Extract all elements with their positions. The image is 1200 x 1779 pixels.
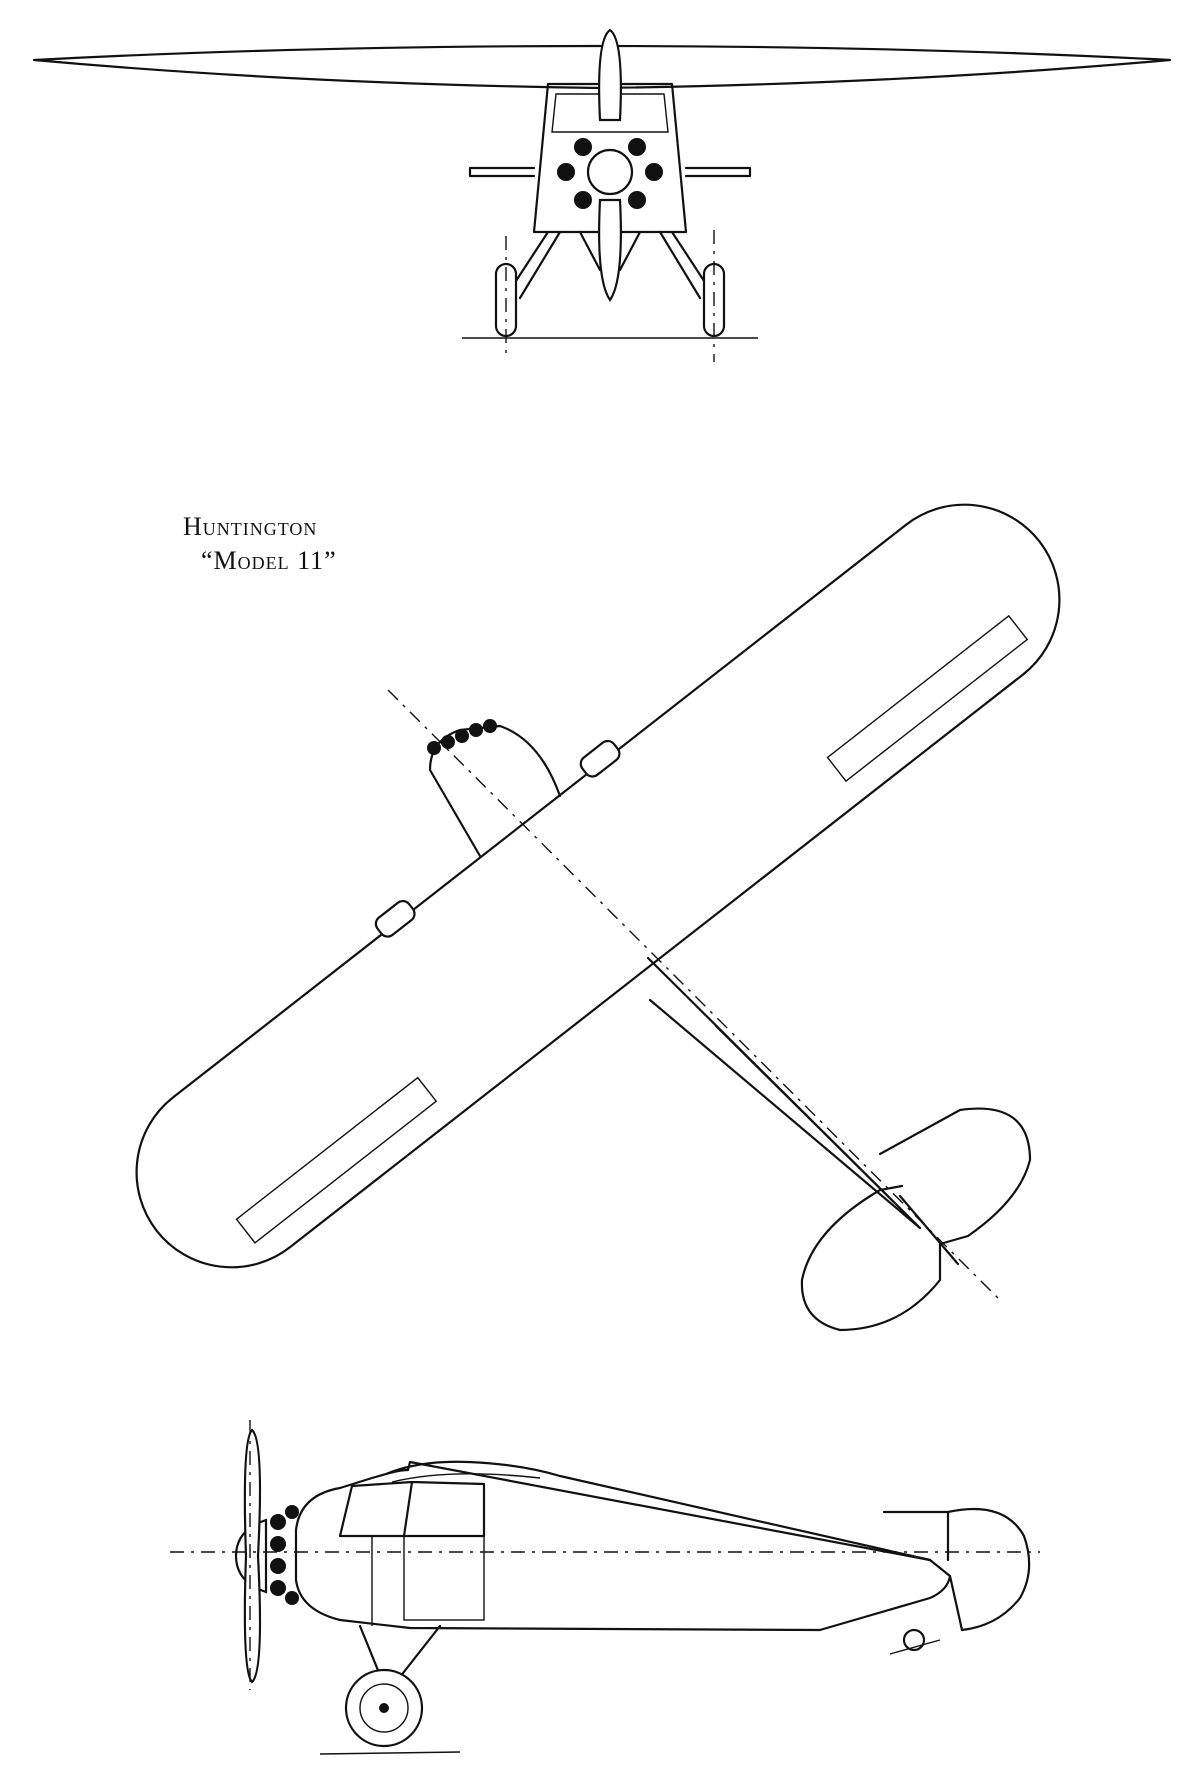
front-spinner <box>586 148 634 196</box>
side-ground-line <box>319 1751 461 1755</box>
front-wing <box>32 44 1172 90</box>
side-tail-wheel <box>902 1628 926 1652</box>
front-view <box>32 28 1172 362</box>
plan-aileron-left <box>235 1076 438 1244</box>
plan-rudder <box>898 1194 960 1266</box>
plan-view <box>135 503 1061 1332</box>
front-propeller <box>598 28 622 122</box>
side-wing <box>384 1460 932 1562</box>
side-cabin-door <box>403 1535 485 1621</box>
side-view <box>170 1420 1040 1755</box>
side-fin-rudder <box>882 1508 1031 1632</box>
plan-fuselage <box>646 956 920 1228</box>
front-landing-gear <box>508 230 712 300</box>
side-engine-cylinders <box>270 1505 299 1605</box>
caption-manufacturer: Huntington <box>183 512 318 541</box>
side-cabin-windows <box>338 1480 486 1538</box>
plan-tailplane <box>800 1107 1032 1332</box>
front-fuselage <box>532 82 688 234</box>
caption-model: “Model 11” <box>201 546 337 575</box>
front-engine-cylinders <box>557 138 663 219</box>
plan-centerline <box>387 689 1001 1301</box>
aircraft-caption: Huntington “Model 11” <box>183 510 337 578</box>
plan-aileron-right <box>826 614 1029 783</box>
front-windshield <box>551 93 669 133</box>
side-fuselage <box>294 1460 952 1632</box>
front-stabilizer <box>468 166 752 178</box>
side-propeller <box>243 1428 262 1684</box>
plan-engine-cylinders <box>427 719 497 755</box>
plan-wing <box>135 503 1061 1269</box>
plan-nose <box>428 724 562 858</box>
